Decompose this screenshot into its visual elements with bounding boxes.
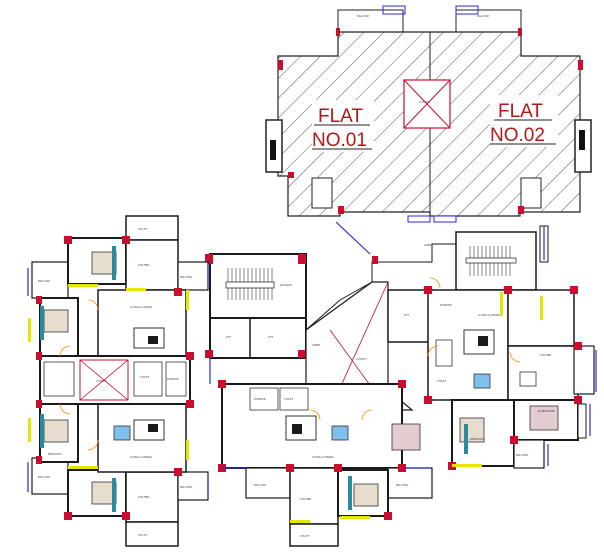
living-label-left-bottom: LIVING & DINING bbox=[130, 455, 152, 459]
balcony-label-left-4: BALCONY bbox=[180, 485, 193, 489]
passage-label: PASSAGE bbox=[280, 283, 292, 287]
bedroom-label-left: BEDROOM bbox=[48, 452, 62, 456]
flat-01-line1: FLAT bbox=[318, 106, 363, 127]
balcony-label-left-2: BALCONY bbox=[38, 475, 51, 479]
kitchen-label-right: KITCHEN bbox=[540, 353, 551, 357]
utility-label-center: UTILITY bbox=[300, 534, 310, 538]
powder-label-center: POWDER bbox=[254, 397, 266, 401]
cutout-label-top: CUTOUT bbox=[419, 100, 430, 104]
mbedroom-label-right: M.BEDROOM bbox=[538, 409, 555, 413]
lift-label-center: LIFT bbox=[268, 335, 274, 339]
powder-label-right: POWDER bbox=[440, 303, 452, 307]
kitchen-label-left-top: KITCHEN bbox=[138, 263, 149, 267]
living-label-left-top: LIVING & DINING bbox=[130, 305, 152, 309]
living-label-center: LIVING & DINING bbox=[312, 455, 334, 459]
utility-label-left-top: UTILITY bbox=[138, 227, 148, 231]
upper-flats-block: BALCONY BALCONY CUTOUT FLAT NO.01 FLAT N… bbox=[265, 5, 592, 223]
toilet-label-center: TOILET bbox=[284, 397, 293, 401]
living-label-right: LIVING & DINING bbox=[478, 313, 500, 317]
bedroom-label-right: BEDROOM bbox=[470, 437, 484, 441]
powder-label-left: POWDER bbox=[167, 377, 179, 381]
balcony-label-center-2: BALCONY bbox=[396, 483, 409, 487]
balcony-label-center-1: BALCONY bbox=[254, 483, 267, 487]
flat-01-line2: NO.01 bbox=[312, 130, 367, 151]
flat-02-line1: FLAT bbox=[498, 101, 543, 122]
kitchen-label-left-bottom: KITCHEN bbox=[138, 495, 149, 499]
balcony-label-top-left: BALCONY bbox=[357, 14, 370, 18]
flat-02-line2: NO.02 bbox=[490, 125, 545, 146]
lobby-label-center: LOBBY bbox=[312, 343, 321, 347]
balcony-label-top-right: BALCONY bbox=[477, 14, 490, 18]
lift-label-right: LIFT bbox=[404, 313, 410, 317]
core-block: PASSAGE LIFT LIFT CUTOUT LOBBY LOBBY LIF… bbox=[205, 225, 549, 411]
cutout-label-left: CUTOUT bbox=[96, 379, 107, 383]
windows bbox=[27, 221, 597, 498]
balcony-label-left-3: BALCONY bbox=[180, 275, 193, 279]
balcony-label-right: BALCONY bbox=[516, 453, 529, 457]
toilet-label-right: TOILET bbox=[437, 379, 446, 383]
lift-label-left: LIFT bbox=[226, 335, 232, 339]
utility-label-left-bottom: UTILITY bbox=[138, 533, 148, 537]
right-wing: POWDER LIVING & DINING TOILET KITCHEN M.… bbox=[424, 277, 595, 470]
lobby-label-upper: LOBBY bbox=[424, 243, 433, 247]
left-wing: BALCONY BALCONY BEDROOM UTILITY KITCHEN … bbox=[28, 215, 209, 547]
balcony-label-left-1: BALCONY bbox=[38, 279, 51, 283]
center-wing: POWDER TOILET LIVING & DINING BALCONY BA… bbox=[218, 380, 433, 547]
kitchen-label-center: KITCHEN bbox=[300, 497, 311, 501]
cutout-label-center: CUTOUT bbox=[356, 357, 367, 361]
toilet-label-left: TOILET bbox=[140, 375, 149, 379]
